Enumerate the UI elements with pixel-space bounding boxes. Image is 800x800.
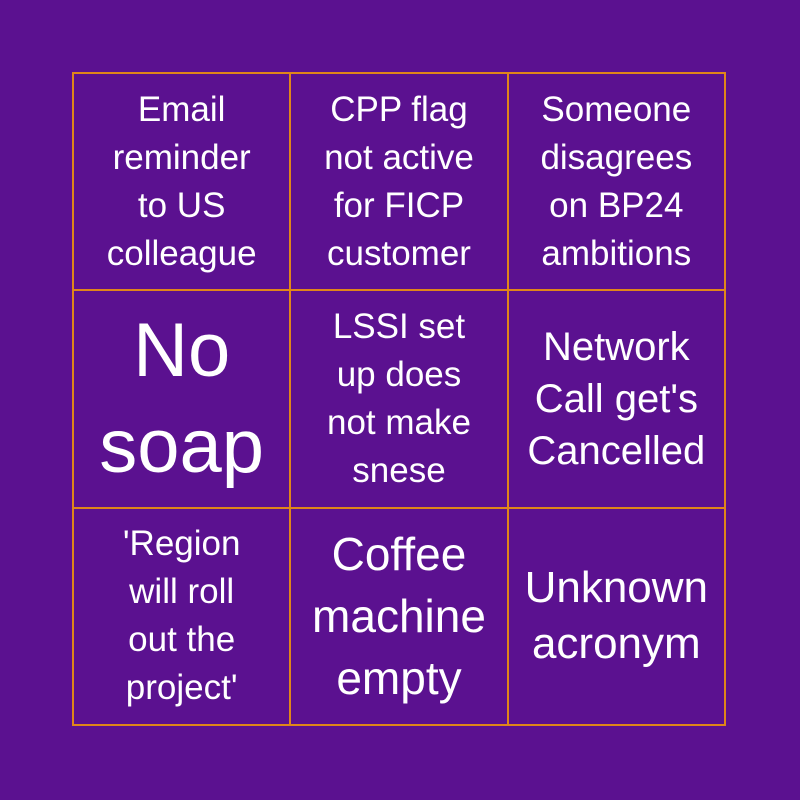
bingo-cell[interactable]: LSSI set up does not make snese xyxy=(290,290,508,508)
bingo-grid: Email reminder to US colleague CPP flag … xyxy=(72,72,726,726)
bingo-cell[interactable]: Someone disagrees on BP24 ambitions xyxy=(507,73,725,291)
bingo-cell[interactable]: 'Region will roll out the project' xyxy=(73,507,291,725)
bingo-cell[interactable]: Coffee machine empty xyxy=(290,507,508,725)
bingo-cell[interactable]: No soap xyxy=(73,290,291,508)
bingo-cell[interactable]: CPP flag not active for FICP customer xyxy=(290,73,508,291)
bingo-cell[interactable]: Unknown acronym xyxy=(507,507,725,725)
bingo-cell[interactable]: Email reminder to US colleague xyxy=(73,73,291,291)
bingo-cell[interactable]: Network Call get's Cancelled xyxy=(507,290,725,508)
